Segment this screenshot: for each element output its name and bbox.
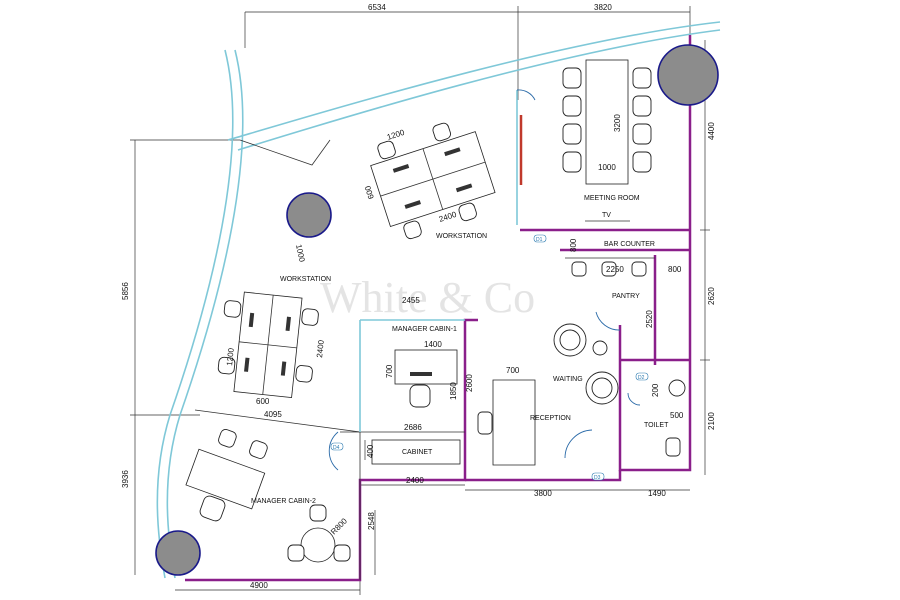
svg-text:D2: D2 bbox=[638, 375, 645, 381]
manager-2-desk bbox=[185, 448, 266, 510]
column-middle bbox=[286, 192, 332, 238]
dim-toilet-w: 500 bbox=[670, 411, 684, 420]
label-bar-counter: BAR COUNTER bbox=[604, 241, 655, 248]
workstation-top-cluster bbox=[370, 122, 496, 240]
pantry-furniture bbox=[565, 257, 655, 277]
door-tag-d1: D1 bbox=[533, 234, 547, 243]
interior-walls bbox=[185, 35, 692, 582]
manager-cabin-1-furniture bbox=[394, 349, 458, 408]
column-top-right bbox=[657, 44, 719, 106]
dim-right-upper: 4400 bbox=[707, 122, 716, 140]
dim-ws2-bottom: 4095 bbox=[264, 410, 282, 419]
dim-left-lower: 3936 bbox=[121, 470, 130, 488]
dim-mc1-desk-d: 700 bbox=[385, 364, 394, 378]
reception-furniture bbox=[477, 323, 619, 466]
door-tag-d3: D3 bbox=[591, 472, 605, 481]
label-workstation-top: WORKSTATION bbox=[436, 233, 487, 240]
dim-left-upper: 5856 bbox=[121, 282, 130, 300]
dim-mc1-top: 2455 bbox=[402, 296, 420, 305]
dim-bottom-mid: 2400 bbox=[406, 476, 424, 485]
dim-mc1-wall: 2686 bbox=[404, 423, 422, 432]
dim-reception-h: 2600 bbox=[465, 374, 474, 392]
label-toilet: TOILET bbox=[644, 422, 669, 429]
label-workstation-left: WORKSTATION bbox=[280, 276, 331, 283]
dim-pantry-h: 2520 bbox=[645, 310, 654, 328]
dim-ws2-right: 2400 bbox=[315, 339, 326, 358]
label-tv: TV bbox=[602, 212, 611, 219]
toilet-fixtures bbox=[665, 379, 686, 457]
label-meeting-room: MEETING ROOM bbox=[584, 195, 640, 202]
svg-text:D3: D3 bbox=[594, 475, 601, 481]
door-tag-d4: D4 bbox=[330, 442, 344, 451]
label-reception: RECEPTION bbox=[530, 415, 571, 422]
label-manager-cabin-1: MANAGER CABIN-1 bbox=[392, 326, 457, 333]
meeting-table bbox=[585, 59, 629, 185]
dim-mc1-desk-w: 1400 bbox=[424, 340, 442, 349]
dim-bottom-toilet: 1490 bbox=[648, 489, 666, 498]
dim-mc1-height: 1850 bbox=[449, 382, 458, 400]
watermark: White & Co bbox=[320, 273, 535, 322]
dim-bar-w: 2250 bbox=[606, 265, 624, 274]
door-tag-d2: D2 bbox=[635, 372, 649, 381]
dim-bar-l: 800 bbox=[569, 238, 578, 252]
manager-cabin-2-furniture bbox=[185, 429, 351, 563]
dim-right-lower: 2100 bbox=[707, 412, 716, 430]
dim-ws2-small: 600 bbox=[256, 397, 270, 406]
dim-cabinet-height: 400 bbox=[366, 444, 375, 458]
dim-ws2-left: 1200 bbox=[225, 347, 236, 366]
cabinet-unit bbox=[371, 439, 461, 465]
column-bottom-left bbox=[155, 530, 201, 576]
manager-1-chair bbox=[409, 384, 431, 408]
label-manager-cabin-2: MANAGER CABIN-2 bbox=[251, 498, 316, 505]
dim-round-table: R800 bbox=[329, 516, 349, 536]
label-pantry: PANTRY bbox=[612, 293, 640, 300]
svg-text:D1: D1 bbox=[536, 237, 543, 243]
reception-chair bbox=[477, 411, 493, 435]
dimension-lines bbox=[130, 6, 710, 595]
doors bbox=[328, 89, 641, 471]
label-waiting: WAITING bbox=[553, 376, 583, 383]
curved-facade bbox=[156, 21, 721, 579]
waiting-side-table bbox=[592, 340, 608, 356]
dim-ws2-top: 1000 bbox=[294, 244, 307, 264]
wc bbox=[665, 437, 681, 457]
dim-reception-desk: 700 bbox=[506, 366, 520, 375]
label-cabinet: CABINET bbox=[402, 449, 433, 456]
dim-top-left: 6534 bbox=[368, 3, 386, 12]
meeting-room-furniture bbox=[562, 59, 652, 222]
dim-bottom-left: 4900 bbox=[250, 581, 268, 590]
dim-meeting-w: 1000 bbox=[598, 163, 616, 172]
dim-top-right: 3820 bbox=[594, 3, 612, 12]
round-table bbox=[300, 527, 336, 563]
svg-text:D4: D4 bbox=[333, 445, 340, 451]
dim-right-mid: 2620 bbox=[707, 287, 716, 305]
reception-desk bbox=[492, 379, 536, 466]
dim-mc2-side: 2548 bbox=[367, 512, 376, 530]
dim-ws-top: 1200 bbox=[386, 128, 406, 142]
workstation-left-cluster bbox=[217, 291, 319, 399]
manager-1-desk bbox=[394, 349, 458, 385]
dim-toilet-d: 200 bbox=[651, 383, 660, 397]
dim-ws-bottom: 2400 bbox=[438, 210, 458, 224]
wash-basin bbox=[668, 379, 686, 397]
dim-ws-left: 600 bbox=[363, 184, 376, 200]
dim-bar-r: 800 bbox=[668, 265, 682, 274]
dim-bottom-reception: 3800 bbox=[534, 489, 552, 498]
dim-meeting-l: 3200 bbox=[613, 114, 622, 132]
